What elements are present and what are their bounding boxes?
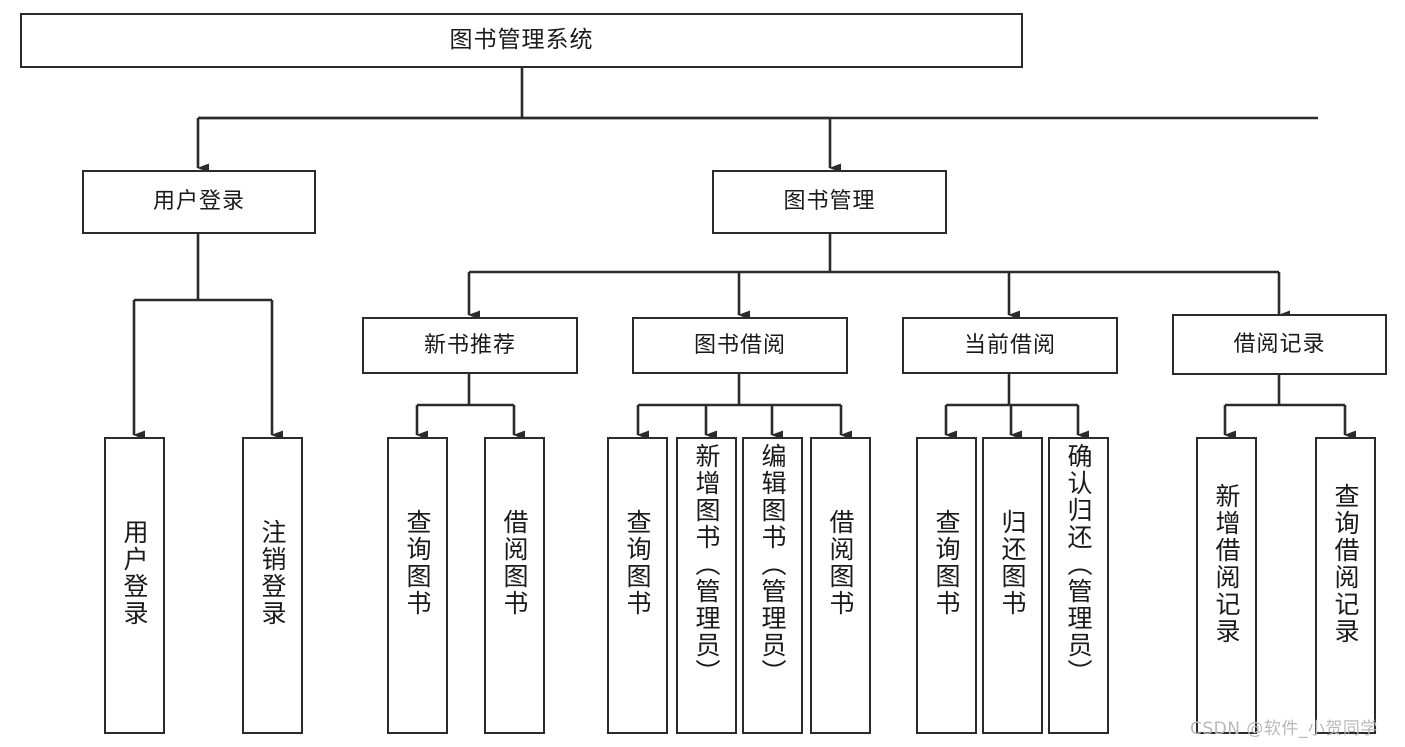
csdn-watermark: CSDN @软件_小贺同学 [1190,719,1378,739]
node-label: 新增图书（管理员） [692,443,721,686]
leaf-return-book[interactable]: 归还图书 [982,437,1043,734]
node-label: 图书管理系统 [449,26,594,53]
node-label: 查询图书 [403,509,432,617]
node-current-borrow[interactable]: 当前借阅 [902,317,1118,374]
leaf-add-borrow-record[interactable]: 新增借阅记录 [1196,437,1257,734]
node-book-borrow[interactable]: 图书借阅 [632,317,848,374]
node-user-login[interactable]: 用户登录 [82,170,316,234]
node-label: 用户登录 [120,519,149,627]
node-label: 用户登录 [152,189,245,215]
node-label: 借阅记录 [1233,331,1326,357]
leaf-edit-book-admin[interactable]: 编辑图书（管理员） [742,437,803,734]
node-borrow-records[interactable]: 借阅记录 [1172,314,1387,375]
node-label: 编辑图书（管理员） [758,443,787,686]
leaf-query-book-current[interactable]: 查询图书 [916,437,977,734]
node-book-management[interactable]: 图书管理 [712,170,947,234]
node-root-system[interactable]: 图书管理系统 [20,13,1023,68]
leaf-logout[interactable]: 注销登录 [242,437,303,734]
node-label: 注销登录 [258,519,287,627]
leaf-user-login[interactable]: 用户登录 [104,437,165,734]
node-label: 借阅图书 [826,509,855,617]
node-label: 新书推荐 [423,332,516,358]
node-label: 新增借阅记录 [1212,483,1241,645]
leaf-borrow-book[interactable]: 借阅图书 [810,437,871,734]
node-label: 当前借阅 [963,332,1056,358]
node-label: 查询图书 [623,509,652,617]
node-label: 查询图书 [932,509,961,617]
leaf-borrow-book-recommend[interactable]: 借阅图书 [484,437,545,734]
leaf-query-book-borrow[interactable]: 查询图书 [607,437,668,734]
leaf-query-book-recommend[interactable]: 查询图书 [387,437,448,734]
leaf-query-borrow-record[interactable]: 查询借阅记录 [1315,437,1376,734]
node-label: 借阅图书 [500,509,529,617]
leaf-add-book-admin[interactable]: 新增图书（管理员） [676,437,737,734]
node-label: 图书管理 [783,189,876,215]
node-label: 查询借阅记录 [1331,483,1360,645]
node-label: 图书借阅 [693,332,786,358]
node-label: 归还图书 [998,509,1027,617]
leaf-confirm-return-admin[interactable]: 确认归还（管理员） [1048,437,1109,734]
node-label: 确认归还（管理员） [1064,443,1093,686]
node-new-book-recommend[interactable]: 新书推荐 [362,317,578,374]
